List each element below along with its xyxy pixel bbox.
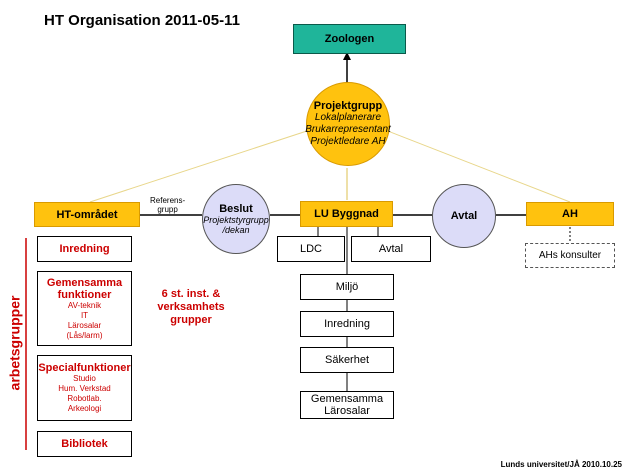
gemensamma-funktioner-title: Gemensamma bbox=[46, 276, 123, 289]
footer-credit: Lunds universitet/JÅ 2010.10.25 bbox=[500, 460, 622, 469]
beslut-line: Projektstyrgrupp bbox=[203, 215, 269, 225]
ldc-label: LDC bbox=[299, 243, 322, 255]
page-title: HT Organisation 2011-05-11 bbox=[44, 12, 240, 29]
connector-projekt-ah bbox=[379, 127, 571, 203]
gemensamma-funktioner-title: funktioner bbox=[57, 288, 112, 301]
sakerhet-label: Säkerhet bbox=[324, 354, 370, 366]
list-item: Arkeologi bbox=[67, 404, 102, 413]
avtal-circle-label: Avtal bbox=[450, 210, 478, 222]
inredning-group-label: Inredning bbox=[59, 243, 110, 255]
projektgrupp-line: Projektledare AH bbox=[310, 136, 386, 147]
inredning-group-box: Inredning bbox=[37, 236, 132, 262]
avtal-box-label: Avtal bbox=[378, 243, 404, 255]
arbetsgrupper-label: arbetsgrupper bbox=[4, 238, 24, 448]
list-item: Lärosalar bbox=[67, 320, 102, 330]
ht-omradet-box: HT-området bbox=[34, 202, 140, 227]
ah-box: AH bbox=[526, 202, 614, 226]
projektgrupp-line: Lokalplanerare bbox=[314, 112, 382, 123]
beslut-line: /dekan bbox=[222, 225, 250, 235]
avtal-circle: Avtal bbox=[432, 184, 496, 248]
zoologen-box: Zoologen bbox=[293, 24, 406, 54]
list-item: Studio bbox=[73, 374, 96, 383]
referensgrupp-line: Referens- bbox=[150, 196, 186, 205]
gemensamma-funktioner-list: AV-teknik IT Lärosalar (Lås/larm) bbox=[66, 301, 102, 341]
miljo-label: Miljö bbox=[335, 281, 359, 293]
inst-note-line: 6 st. inst. & bbox=[161, 288, 221, 300]
ht-omradet-label: HT-området bbox=[56, 208, 118, 221]
ldc-box: LDC bbox=[277, 236, 345, 262]
zoologen-label: Zoologen bbox=[324, 33, 375, 45]
lu-byggnad-box: LU Byggnad bbox=[300, 201, 393, 227]
ahs-konsulter-label: AHs konsulter bbox=[538, 250, 602, 261]
beslut-title: Beslut bbox=[219, 203, 253, 215]
arbetsgrupper-text: arbetsgrupper bbox=[6, 295, 23, 391]
gemensamma-larosalar-box: Gemensamma Lärosalar bbox=[300, 391, 394, 419]
list-item: Robotlab. bbox=[67, 394, 102, 403]
arrowhead-up-icon bbox=[343, 52, 351, 60]
beslut-circle: Beslut Projektstyrgrupp /dekan bbox=[202, 184, 270, 254]
specialfunktioner-list: Studio Hum. Verkstad Robotlab. Arkeologi bbox=[58, 374, 110, 414]
bibliotek-box: Bibliotek bbox=[37, 431, 132, 457]
list-item: IT bbox=[80, 310, 89, 320]
specialfunktioner-box: Specialfunktioner Studio Hum. Verkstad R… bbox=[37, 355, 132, 421]
inst-note-line: verksamhets bbox=[157, 301, 225, 313]
projektgrupp-title: Projektgrupp bbox=[313, 100, 383, 112]
lu-byggnad-label: LU Byggnad bbox=[314, 208, 379, 220]
ah-label: AH bbox=[562, 208, 578, 220]
inredning-lu-label: Inredning bbox=[324, 318, 370, 330]
referensgrupp-line: grupp bbox=[157, 205, 178, 214]
inredning-lu-box: Inredning bbox=[300, 311, 394, 337]
bibliotek-label: Bibliotek bbox=[61, 438, 108, 450]
projektgrupp-circle: Projektgrupp Lokalplanerare Brukarrepres… bbox=[305, 82, 391, 166]
projektgrupp-line: Brukarrepresentant bbox=[305, 124, 391, 135]
list-item: AV-teknik bbox=[67, 300, 102, 310]
list-item: Hum. Verkstad bbox=[58, 384, 111, 393]
miljo-box: Miljö bbox=[300, 274, 394, 300]
avtal-box: Avtal bbox=[351, 236, 431, 262]
inst-note-line: grupper bbox=[170, 314, 212, 326]
ahs-konsulter-box: AHs konsulter bbox=[525, 243, 615, 268]
list-item: (Lås/larm) bbox=[66, 330, 103, 340]
gemensamma-funktioner-box: Gemensamma funktioner AV-teknik IT Läros… bbox=[37, 271, 132, 346]
sakerhet-box: Säkerhet bbox=[300, 347, 394, 373]
connector-projekt-ht bbox=[89, 127, 317, 203]
referensgrupp-label: Referens- grupp bbox=[150, 196, 185, 214]
gemensamma-larosalar-label: Gemensamma Lärosalar bbox=[310, 393, 384, 417]
inst-note: 6 st. inst. & verksamhets grupper bbox=[150, 288, 232, 327]
specialfunktioner-title: Specialfunktioner bbox=[38, 362, 131, 374]
